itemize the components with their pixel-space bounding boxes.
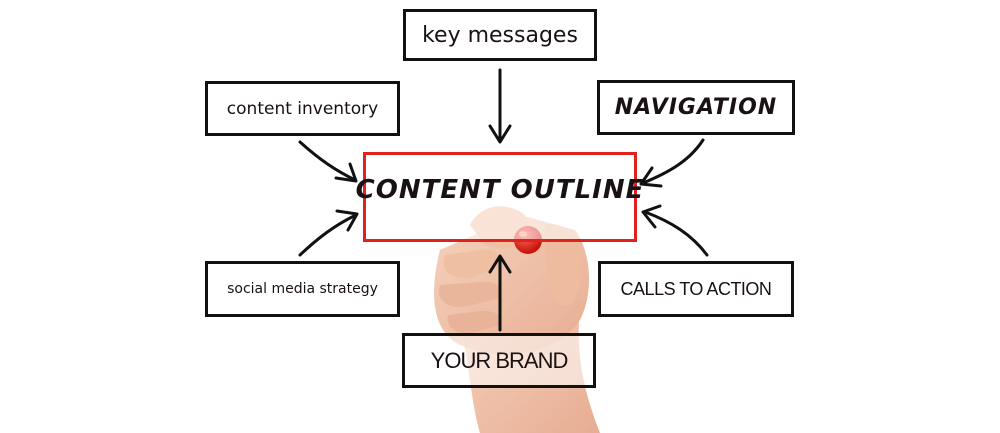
node-social-media-strategy: social media strategy: [205, 261, 400, 317]
node-label: key messages: [422, 22, 578, 48]
node-calls-to-action: CALLS TO ACTION: [598, 261, 794, 317]
node-your-brand: YOUR BRAND: [402, 333, 596, 388]
node-label: social media strategy: [227, 281, 378, 297]
node-label: content inventory: [226, 98, 379, 119]
arrowhead-social-media: [335, 209, 359, 232]
node-label: YOUR BRAND: [430, 347, 569, 373]
arrow-calls-to-action: [643, 210, 709, 257]
arrow-social-media: [298, 213, 358, 257]
arrowhead-navigation: [639, 166, 663, 188]
node-key-messages: key messages: [403, 9, 597, 61]
arrowhead-calls-to-action: [641, 204, 662, 229]
node-content-inventory: content inventory: [205, 81, 400, 136]
node-navigation: NAVIGATION: [597, 80, 795, 135]
arrowhead-key-messages: [488, 124, 512, 144]
arrow-content-inventory: [298, 140, 357, 182]
center-label: CONTENT OUTLINE: [355, 175, 645, 205]
arrowhead-your-brand: [488, 254, 512, 274]
node-content-outline: CONTENT OUTLINE: [356, 152, 643, 242]
node-label: CALLS TO ACTION: [620, 278, 772, 299]
node-label: NAVIGATION: [614, 95, 778, 120]
arrow-navigation: [641, 138, 705, 185]
arrowhead-content-inventory: [334, 162, 358, 183]
